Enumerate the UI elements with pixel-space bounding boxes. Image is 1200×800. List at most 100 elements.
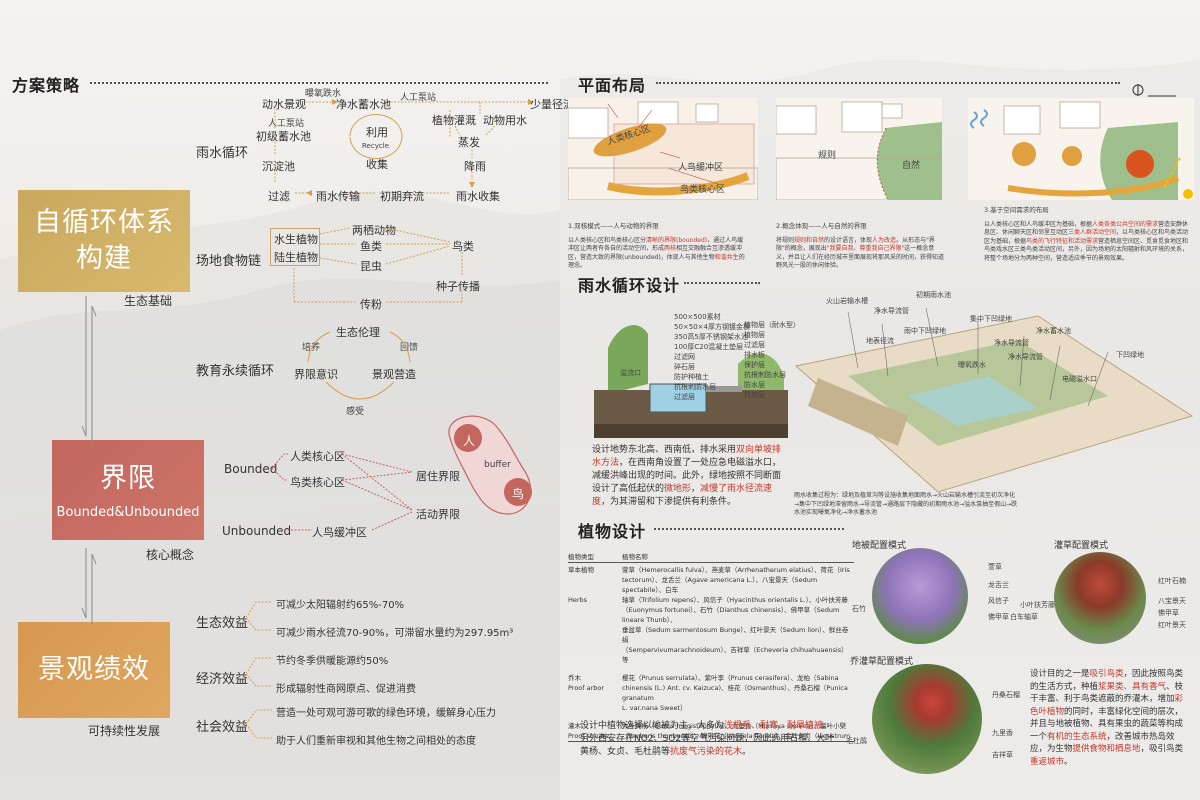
plan-desc-3-mid: 营造安静休息区、休闲聊天区和邻里互动区 [984,220,1189,237]
eco-benefit-2: 可减少雨水径流70-90%，可滞留水量约为297.95m³ [276,628,514,639]
mode-2-title: 灌草配置模式 [1054,541,1109,551]
edu-edge-3: 感受 [346,407,365,417]
layer-2: 50×50×4厚方钢镀金板 [674,323,750,331]
table-row: Proof arbor chinensis (L.) Ant. cv. Kaizu… [568,683,854,703]
plant-t1-p2: 。另外西安存在NO2、SO2等空气污染问题，因此选用石榴、大叶黄杨、女贞、毛杜鹃… [580,721,835,757]
plan-desc-1-title: 1.双核模式——人与动物的界限 [568,222,659,230]
plant-text-2: 设计目的之一是吸引鸟类，因此按照鸟类的生活方式，种植浆果类、具有香气、枝干丰富、… [1030,668,1190,768]
layer-7: 防护种植土 [674,373,709,381]
table-row: tectorum）、龙舌兰（Agave americana L.）、八宝景天（S… [568,575,854,595]
human-core-zone: 人类核心区 [290,450,345,463]
table-cell [568,575,622,595]
callout-5: 地表径流 [866,337,894,345]
edu-cycle-label: 教育永续循环 [196,364,275,379]
table-cell: chinensis (L.) Ant. cv. Kaizuca)、桂花（Osma… [622,684,848,702]
plant-box [270,228,320,266]
plan-desc-1-mid: ，通过人鸟缓冲区让两者有各自的活动空间，形成 [568,236,744,253]
self-cycle-title-2: 构建 [76,243,132,274]
rain-text-p3: ， [691,484,701,494]
food-node-5: 种子传播 [436,280,480,293]
landscape-perf-block: 景观绩效 [18,622,170,718]
living-boundary: 居住界限 [416,470,460,483]
rain-node-10: 过滤 [268,190,290,203]
sustainable-caption: 可持续性发展 [88,724,161,738]
rain-node-1: 动水景观 [262,98,306,111]
rain-cycle-label: 雨水循环 [196,146,249,161]
human-symbol: 人 [463,434,476,448]
plan-divider [656,82,1120,84]
mode-3-label-1: 丹桑石榴 [992,691,1020,699]
mode-1-title: 地被配置模式 [852,541,907,551]
plant-t1-p3: 。 [742,747,752,757]
edu-node-3: 景观营造 [372,368,416,381]
callout-11: 电磁溢水口 [1062,375,1097,383]
rain-node-4: 初级蓄水池 [256,130,311,143]
plan-panel-concept [776,98,942,200]
rain-node-8: 沉淀池 [262,160,295,173]
plan-panel-space [968,98,1194,200]
plant-t1-p1: 设计中植物选择以地被为主，大多为 [580,721,725,731]
table-cell: 樱花（Prunus serrulata）、紫叶李（Prunus cerasife… [622,674,839,682]
plan-desc-2: 2.概念体现——人与自然的界限 将规则规则和自然的设计语言，体现人为改造。从形态… [776,222,946,271]
mode-2-label-1: 红叶石楠 [1158,577,1186,585]
rain-cycle-arrows [274,99,534,196]
table-cell: 大叶黄杨（Buxus megistophylla）、九里香（Murraya ex… [622,722,847,730]
edu-edge-2: 回馈 [400,343,419,353]
layer2-2: 植物层 [744,331,765,339]
plant-t2-h5: 提供食物和栖息地 [1072,744,1141,754]
plan-rule: 规则 [818,151,837,161]
plan-desc-2-post: 这一概念意义，并且让人们在经历城市里面展现将那风采的时间，获得知道野风光一股的休… [776,245,945,269]
layer-8: 抗根刺防水层 [674,383,716,391]
econ-benefit-1: 节约冬季供暖能源约50% [276,656,389,667]
plan-desc-3-post: 营造栖息空间区、觅食觅食地区和鸟类戏水区三类鸟类活动区间，另外，因为场地的太阳辐… [984,237,1189,262]
callout-4: 雨中下凹绿地 [904,327,946,335]
rain-text-h3: 减慢了雨水径流速度 [592,484,773,507]
plan-desc-2-hl2: 人为改造 [872,236,897,244]
plant-t2-p7: 。 [1064,756,1073,767]
table-cell: Proof arbor [568,684,605,692]
mode-1-label-4: 风信子 [988,597,1009,605]
plant-divider [654,528,844,530]
mode-2-label-4: 佛甲草 [1158,609,1179,617]
recycle-collect: 收集 [366,158,388,171]
north-arrow-icon [1132,84,1176,97]
table-cell [568,625,622,645]
mode-2-label-5: 红叶景天 [1158,621,1186,629]
table-cell: L. var.nana Sweet） [622,704,687,712]
plant-t2-h3: 彩色叶植物 [1030,694,1184,717]
mode-3-photo [872,664,982,774]
title-divider [90,82,548,84]
mode-1-photo [872,548,968,644]
buffer-zone: 人鸟缓冲区 [312,526,367,539]
mode-1-label-3: 龙舌兰 [988,581,1009,589]
table-cell: （Sempervivumarachnoideum）、吉祥草（Echeveria … [622,646,848,664]
callout-1: 火山岩输水槽 [826,297,868,305]
plant-t2-h6: 重返城市 [1030,756,1065,767]
econ-benefit-2: 形成辐射性商网原点、促进消费 [276,684,416,695]
rain-edge-2: 人工泵站 [400,93,437,103]
table-row: 乔木 樱花（Prunus serrulata）、紫叶李（Prunus cerasi… [568,673,854,683]
table-cell: 乔木 [568,674,581,682]
plant-t2-p1: 设计目的之一是 [1030,669,1090,679]
plan-desc-2-mid: 的设计语言，体现 [824,236,873,244]
rain-caption: 雨水收集过程为：绿地及植草沟等设施收集地面雨水→火山岩输水槽引流至初次净化→集中… [794,492,1018,516]
recycle-label: Recycle [362,142,389,150]
eco-foundation-caption: 生态基础 [124,294,173,308]
edu-node-1: 生态伦理 [336,326,380,339]
plant-t2-p2: ，因此按照鸟类的生活方式，种植 [1030,669,1184,692]
layer2-6: 抗根刺防水层 [744,371,786,379]
plan-desc-1-pre: 以人类核心区和鸟类核心区分 [568,236,647,244]
layer-9: 过滤层 [674,393,695,401]
food-node-6: 传粉 [360,298,382,311]
bounded-arrows [272,453,413,531]
layer2-8: 找坡层 [744,391,765,399]
callout-10: 净水导流管 [1008,353,1043,361]
rain-node-12: 初期弃流 [380,190,424,203]
bounded-label: Bounded [224,462,278,476]
rain-text-p1: 设计地势东北高、西南低，排水采用 [592,445,737,455]
landscape-perf-title: 景观绩效 [38,654,150,685]
table-cell: tectorum）、龙舌兰（Agave americana L.）、八宝景天（S… [622,576,818,594]
rain-node-6: 动物用水 [483,114,527,127]
layer-3: 350高5厚不锈钢架水池 [674,333,748,341]
buffer-text: buffer [484,460,511,470]
